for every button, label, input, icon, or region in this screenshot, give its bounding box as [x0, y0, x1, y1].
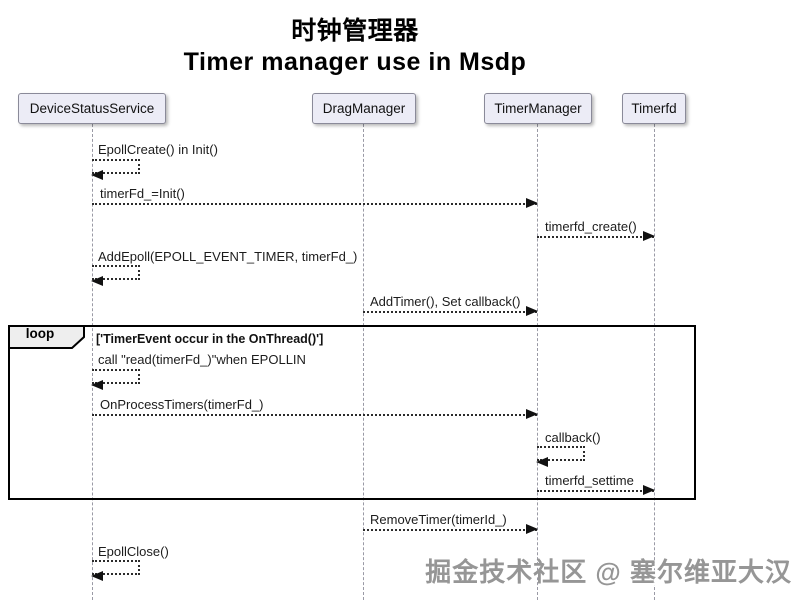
participant-devicestatusservice: DeviceStatusService: [18, 93, 166, 124]
message-arrow-timerfd-create: [537, 231, 655, 241]
arrow-right-icon: [526, 524, 538, 534]
message-label-removetimer: RemoveTimer(timerId_): [370, 512, 507, 527]
message-self-arrow-epollcreate: [91, 159, 140, 180]
message-label-timerfd-init: timerFd_=Init(): [100, 186, 185, 201]
arrow-left-icon: [536, 457, 548, 467]
title-english: Timer manager use in Msdp: [183, 48, 527, 76]
message-arrow-removetimer: [363, 524, 538, 534]
message-label-callback: callback(): [545, 430, 601, 445]
message-arrow-onprocesstimers: [92, 409, 538, 419]
lifeline-timerfd: [654, 124, 655, 600]
arrow-left-icon: [91, 380, 103, 390]
message-label-call-read: call "read(timerFd_)"when EPOLLIN: [98, 352, 306, 367]
message-label-epollcreate: EpollCreate() in Init(): [98, 142, 218, 157]
loop-fragment: loop ['TimerEvent occur in the OnThread(…: [8, 325, 696, 500]
lifeline-devicestatusservice: [92, 124, 93, 600]
title-chinese: 时钟管理器: [291, 17, 419, 45]
arrow-left-icon: [91, 170, 103, 180]
message-arrow-addtimer: [363, 306, 538, 316]
arrow-right-icon: [526, 306, 538, 316]
message-arrow-timerfd-settime: [537, 485, 655, 495]
diagram-title: 时钟管理器 Timer manager use in Msdp: [0, 16, 710, 78]
message-self-arrow-addepoll: [91, 265, 140, 286]
message-label-epollclose: EpollClose(): [98, 544, 169, 559]
watermark: 掘金技术社区 @ 塞尔维亚大汉: [425, 557, 792, 587]
loop-tab-shape: [8, 325, 85, 349]
message-self-arrow-call-read: [91, 369, 140, 390]
arrow-right-icon: [526, 198, 538, 208]
loop-operator-label: loop: [25, 326, 55, 341]
lifeline-timermanager: [537, 124, 538, 600]
message-label-onprocesstimers: OnProcessTimers(timerFd_): [100, 397, 264, 412]
message-label-timerfd-settime: timerfd_settime: [545, 473, 634, 488]
arrow-left-icon: [91, 571, 103, 581]
loop-condition: ['TimerEvent occur in the OnThread()']: [96, 332, 324, 346]
message-arrow-timerfd-init: [92, 198, 538, 208]
message-self-arrow-callback: [536, 446, 585, 467]
loop-operator-tab: loop: [8, 325, 86, 349]
message-label-addepoll: AddEpoll(EPOLL_EVENT_TIMER, timerFd_): [98, 249, 358, 264]
arrow-right-icon: [643, 485, 655, 495]
arrow-right-icon: [643, 231, 655, 241]
arrow-right-icon: [526, 409, 538, 419]
message-label-timerfd-create: timerfd_create(): [545, 219, 637, 234]
participant-dragmanager: DragManager: [312, 93, 416, 124]
lifeline-dragmanager: [363, 124, 364, 600]
arrow-left-icon: [91, 276, 103, 286]
participant-timermanager: TimerManager: [484, 93, 592, 124]
participant-timerfd: Timerfd: [622, 93, 686, 124]
message-self-arrow-epollclose: [91, 560, 140, 581]
message-label-addtimer: AddTimer(), Set callback(): [370, 294, 521, 309]
